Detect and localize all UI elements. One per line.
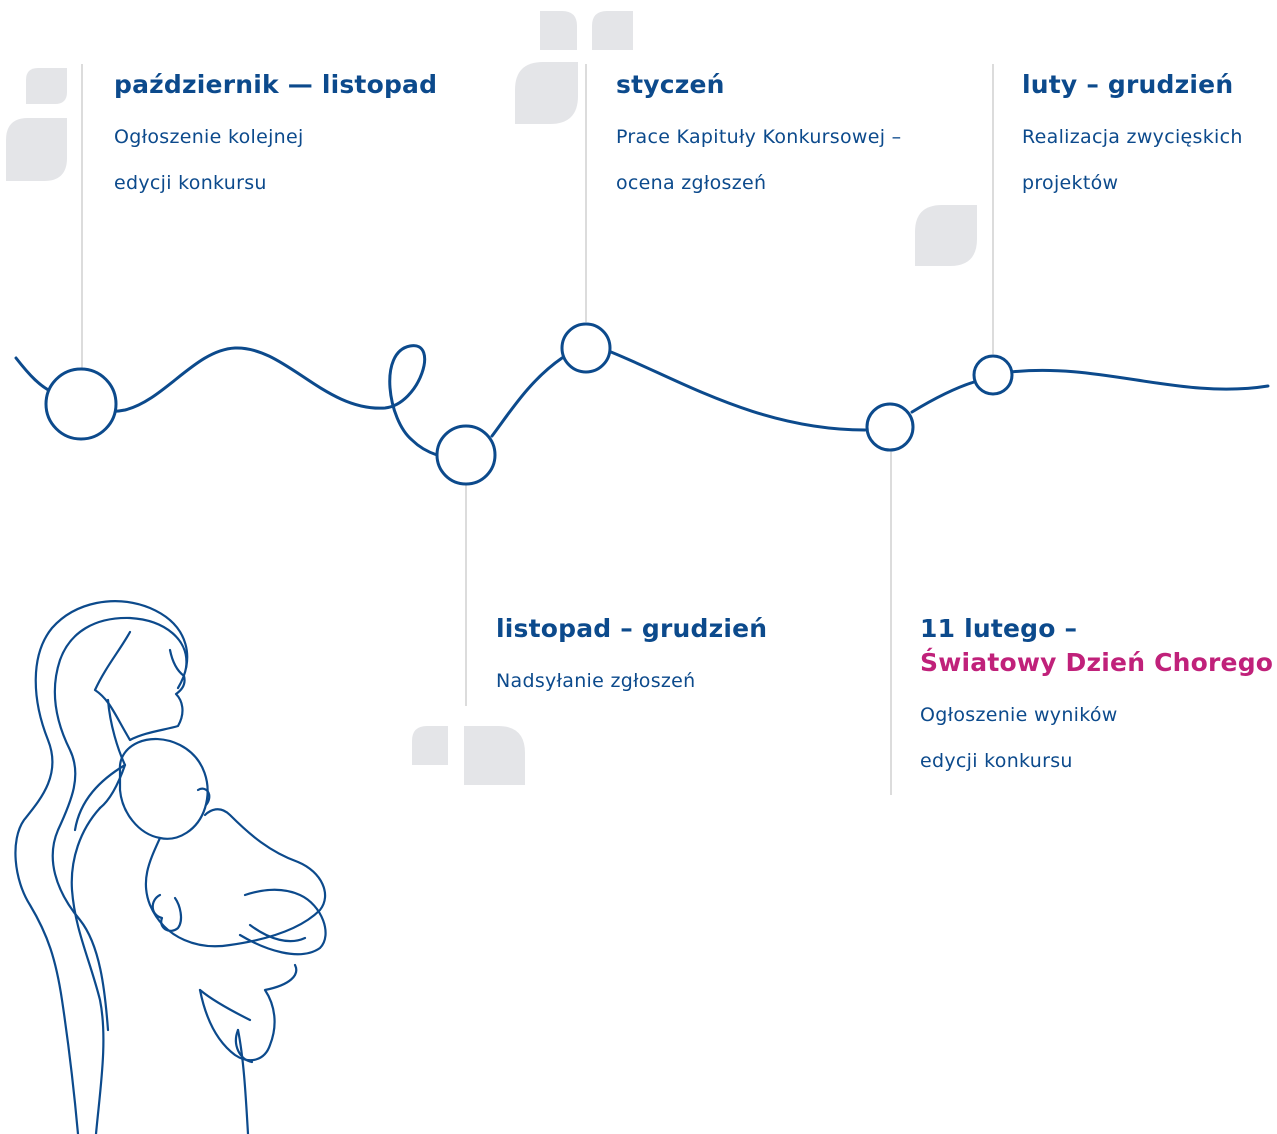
entry-title: listopad – grudzień [496, 612, 767, 646]
timeline-entry-2: listopad – grudzień Nadsyłanie zgłoszeń [496, 612, 767, 704]
entry-desc-line: Ogłoszenie wyników [920, 692, 1273, 738]
entry-desc-line: Realizacja zwycięskich [1022, 114, 1243, 160]
timeline-nodes [46, 324, 1012, 484]
entry-title: 11 lutego – Światowy Dzień Chorego [920, 612, 1273, 680]
timeline-node-4 [867, 404, 913, 450]
entry-desc-line: edycji konkursu [114, 160, 437, 206]
entry-desc-line: Nadsyłanie zgłoszeń [496, 658, 767, 704]
entry-desc-line: projektów [1022, 160, 1243, 206]
entry-title: luty – grudzień [1022, 68, 1243, 102]
timeline-node-3 [562, 324, 610, 372]
timeline-node-2 [437, 426, 495, 484]
mother-and-child-illustration [15, 601, 325, 1134]
entry-title: październik — listopad [114, 68, 437, 102]
timeline-node-1 [46, 369, 116, 439]
entry-desc-line: ocena zgłoszeń [616, 160, 901, 206]
timeline-entry-4: 11 lutego – Światowy Dzień Chorego Ogłos… [920, 612, 1273, 784]
entry-desc-line: Prace Kapituły Konkursowej – [616, 114, 901, 160]
timeline-entry-1: październik — listopad Ogłoszenie kolejn… [114, 68, 437, 206]
timeline-entry-3: styczeń Prace Kapituły Konkursowej – oce… [616, 68, 901, 206]
entry-desc-line: Ogłoszenie kolejnej [114, 114, 437, 160]
timeline-wave [16, 346, 1268, 455]
entry-desc-line: edycji konkursu [920, 738, 1273, 784]
timeline-entry-5: luty – grudzień Realizacja zwycięskich p… [1022, 68, 1243, 206]
entry-title: styczeń [616, 68, 901, 102]
entry-title-date: 11 lutego – [920, 614, 1077, 643]
timeline-node-5 [974, 356, 1012, 394]
entry-title-highlight: Światowy Dzień Chorego [920, 646, 1273, 680]
